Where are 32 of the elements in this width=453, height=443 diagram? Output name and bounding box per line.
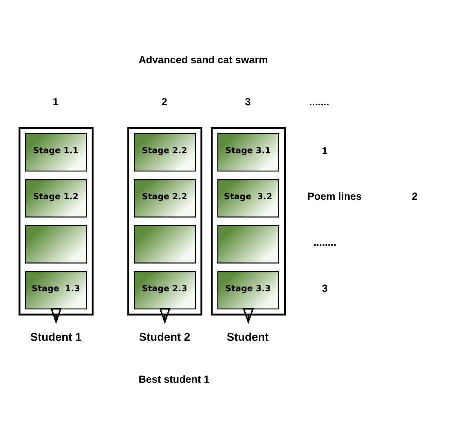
label: Advanced sand cat swarm bbox=[138, 55, 268, 66]
label: 1 bbox=[53, 98, 59, 109]
label: 1 bbox=[322, 146, 328, 158]
label: 3 bbox=[245, 98, 251, 109]
node-text: Student bbox=[226, 332, 269, 344]
label: Poem lines bbox=[308, 192, 362, 204]
cluster bbox=[128, 127, 203, 316]
label: 2 bbox=[412, 192, 418, 204]
node-box: Stage 3.1 bbox=[218, 133, 280, 172]
node-box: Stage 1.1 bbox=[25, 133, 88, 172]
node-box: Stage 3.2 bbox=[218, 179, 280, 218]
label: 3 bbox=[322, 284, 328, 296]
label: ....... bbox=[309, 98, 330, 109]
node-box: Stage 1.3 bbox=[25, 271, 88, 310]
node-box: Stage 3.3 bbox=[218, 271, 280, 310]
node-box bbox=[134, 225, 196, 264]
node-box: Stage 2.2 bbox=[134, 179, 196, 218]
cluster bbox=[18, 127, 94, 316]
node-box bbox=[218, 225, 280, 264]
arrow bbox=[242, 308, 254, 324]
node-box bbox=[25, 225, 88, 264]
label: Best student 1 bbox=[138, 375, 210, 386]
arrow bbox=[160, 308, 171, 324]
label: 2 bbox=[162, 98, 168, 109]
node-text: Student 2 bbox=[139, 332, 191, 344]
label: ........ bbox=[314, 238, 337, 250]
cluster bbox=[211, 127, 286, 316]
node-box: Stage 2.3 bbox=[134, 271, 196, 310]
arrow bbox=[50, 308, 62, 324]
node-box: Stage 2.2 bbox=[134, 133, 196, 172]
node-box: Stage 1.2 bbox=[25, 179, 88, 218]
node-text: Student 1 bbox=[30, 332, 82, 344]
